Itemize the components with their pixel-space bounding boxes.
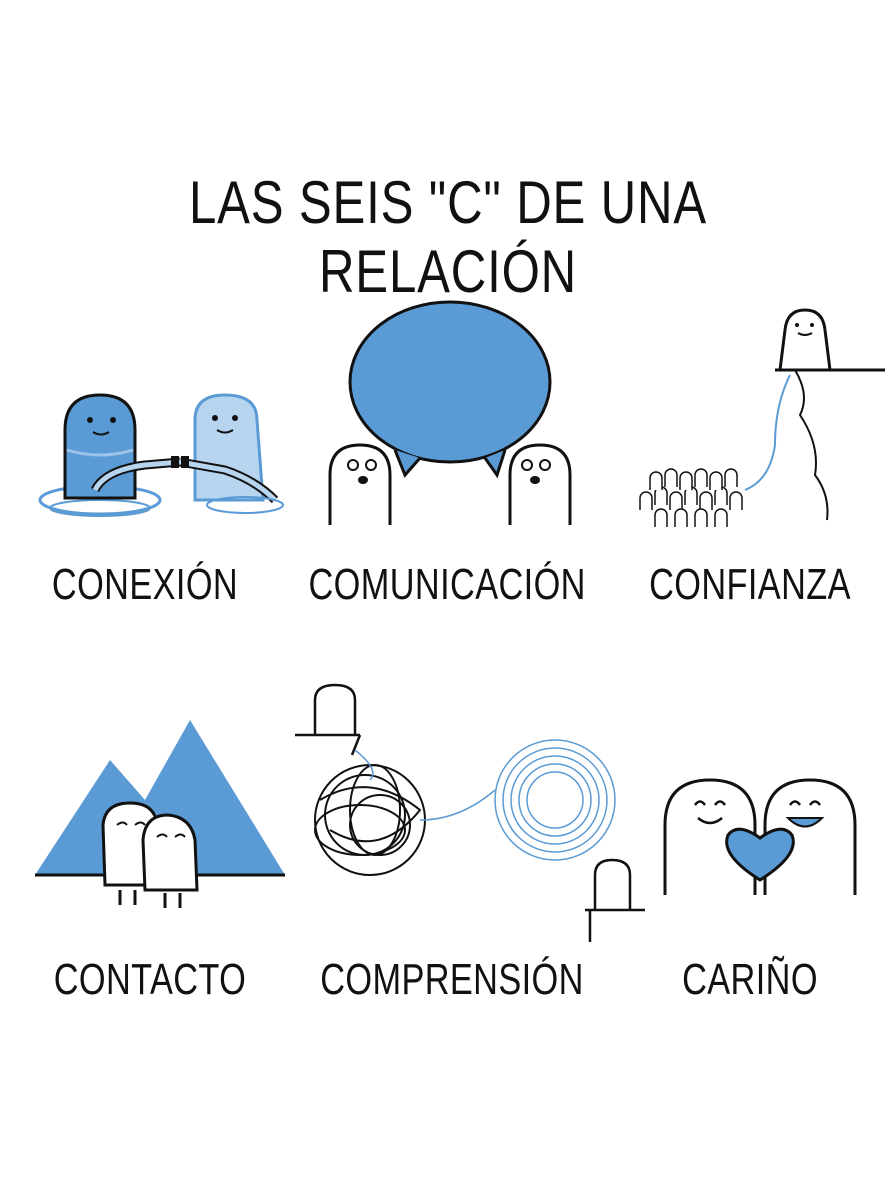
- comunicacion-illustration: [325, 300, 575, 530]
- hose-connection-icon: [38, 393, 284, 517]
- tangled-yarn-icon: [295, 683, 645, 942]
- label-confianza: CONFIANZA: [649, 560, 851, 609]
- comprension-illustration: [290, 680, 650, 950]
- carino-illustration: [660, 770, 860, 900]
- label-comunicacion: COMUNICACIÓN: [308, 560, 586, 609]
- heart-sharing-icon: [663, 778, 857, 895]
- page-title: LAS SEIS "C" DE UNA RELACIÓN: [188, 169, 708, 305]
- label-contacto: CONTACTO: [53, 955, 247, 1004]
- speech-bubble-icon: [328, 300, 572, 525]
- label-conexion: CONEXIÓN: [51, 560, 239, 609]
- hug-mountain-icon: [35, 720, 285, 908]
- label-comprension: COMPRENSIÓN: [320, 955, 584, 1004]
- confianza-illustration: [635, 305, 890, 530]
- conexion-illustration: [35, 380, 290, 530]
- label-carino: CARIÑO: [682, 955, 818, 1004]
- cliff-crowd-icon: [639, 308, 885, 527]
- contacto-illustration: [35, 715, 290, 915]
